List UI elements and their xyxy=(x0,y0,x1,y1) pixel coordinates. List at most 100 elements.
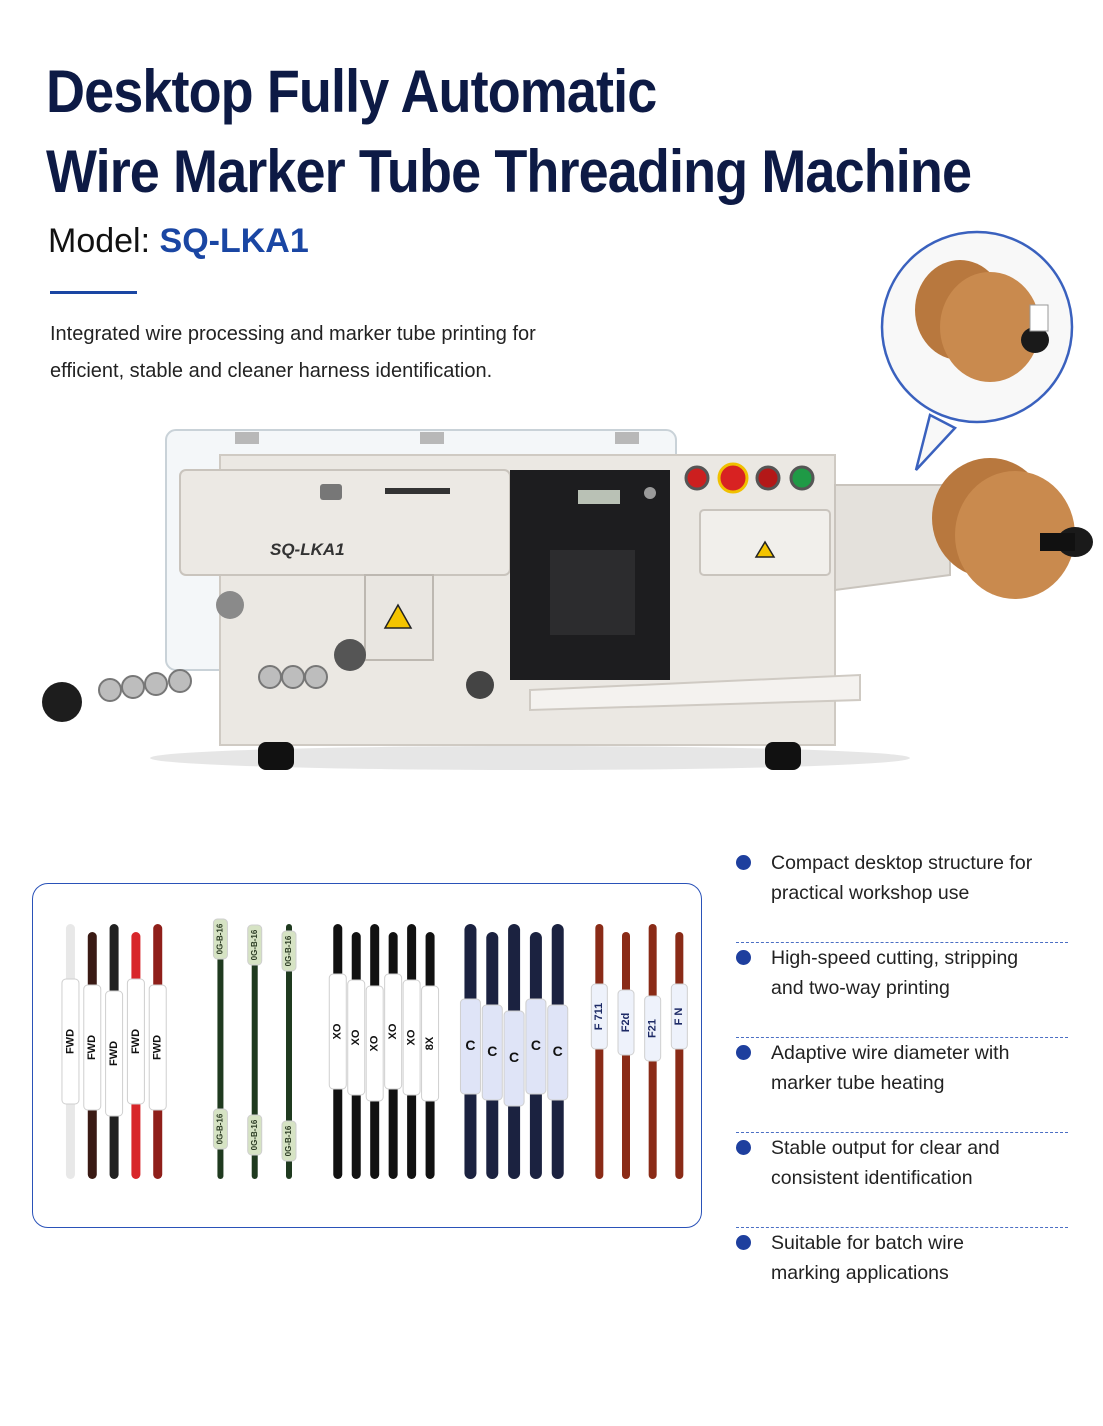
model-line: Model: SQ-LKA1 xyxy=(48,222,309,261)
green-button xyxy=(789,465,815,491)
marker-sleeve xyxy=(547,1004,569,1101)
marker-sleeve xyxy=(281,930,297,972)
feature-item: Compact desktop structure for practical … xyxy=(736,848,1068,943)
upper-module xyxy=(179,469,511,576)
sleeve-label: 0G-B-16 xyxy=(284,1125,293,1156)
page-title: Desktop Fully Automatic Wire Marker Tube… xyxy=(46,52,972,212)
sleeve-label: C xyxy=(465,1037,475,1053)
marker-sleeve xyxy=(347,979,366,1096)
callout-spool xyxy=(940,272,1040,382)
spool-bracket xyxy=(834,484,951,592)
sleeve-label: FWD xyxy=(130,1029,142,1054)
title-line-2: Wire Marker Tube Threading Machine xyxy=(46,138,972,205)
sleeve-label: C xyxy=(487,1043,497,1059)
intro-line-2: efficient, stable and cleaner harness id… xyxy=(50,360,493,382)
model-label: Model: xyxy=(48,222,151,260)
feature-line-2: marker tube heating xyxy=(771,1072,945,1094)
cover-hinge-left xyxy=(235,432,259,444)
wire xyxy=(595,924,604,1179)
sleeve-label: FWD xyxy=(152,1035,164,1060)
cover-hinge-middle xyxy=(420,432,444,444)
feature-line-2: consistent identification xyxy=(771,1167,973,1189)
marker-sleeve xyxy=(617,989,635,1056)
sleeve-label: 0G-B-16 xyxy=(250,1119,259,1150)
callout-spool-hub xyxy=(1021,327,1049,353)
sleeve-label: XO xyxy=(369,1035,381,1051)
marker-sleeve xyxy=(148,984,167,1111)
warning-sign-small xyxy=(754,540,776,558)
front-wheel xyxy=(42,682,82,722)
marker-sleeve xyxy=(421,985,440,1102)
model-code: SQ-LKA1 xyxy=(159,222,309,260)
bullet-icon xyxy=(736,1045,751,1060)
feature-line-2: marking applications xyxy=(771,1262,949,1284)
sleeve-label: 0G-B-16 xyxy=(284,935,293,966)
callout-label-tag xyxy=(1029,304,1049,332)
feature-item: Stable output for clear and consistent i… xyxy=(736,1133,1068,1228)
module-latch xyxy=(320,484,342,500)
sleeve-label: C xyxy=(531,1037,541,1053)
emergency-stop-button xyxy=(717,462,749,494)
marker-tube-spool xyxy=(955,471,1075,599)
red-button-left xyxy=(684,465,710,491)
marker-sleeve xyxy=(384,973,403,1090)
marker-sleeve xyxy=(247,1114,263,1156)
marker-sleeve xyxy=(212,1108,228,1150)
module-slot xyxy=(385,488,450,494)
feature-item: High-speed cutting, stripping and two-wa… xyxy=(736,943,1068,1038)
marker-sleeve xyxy=(525,998,547,1095)
sleeve-label: 8X xyxy=(424,1036,436,1050)
marker-sleeve xyxy=(61,978,80,1105)
sleeve-label: FWD xyxy=(86,1035,98,1060)
marker-sleeve xyxy=(328,973,347,1090)
feature-list: Compact desktop structure for practical … xyxy=(736,848,1068,1323)
feature-line-1: Adaptive wire diameter with xyxy=(771,1042,1010,1064)
print-head-window xyxy=(550,550,635,635)
roller-2 xyxy=(334,639,366,671)
machine-nameplate: SQ-LKA1 xyxy=(270,540,345,559)
bullet-icon xyxy=(736,1235,751,1250)
title-divider xyxy=(50,291,137,294)
sleeve-label: XO xyxy=(406,1029,418,1045)
feature-line-1: Compact desktop structure for xyxy=(771,852,1033,874)
marker-sleeve xyxy=(590,983,608,1050)
feature-line-1: Stable output for clear and xyxy=(771,1137,1000,1159)
marker-sleeve xyxy=(459,998,481,1095)
machine-shadow xyxy=(150,746,910,770)
foot-right xyxy=(765,742,801,770)
wire-sample-group: XO XO XO XO XO 8X xyxy=(328,924,440,1179)
output-tray xyxy=(529,673,861,712)
intro-line-1: Integrated wire processing and marker tu… xyxy=(50,323,536,345)
zoom-callout-pointer xyxy=(914,413,958,471)
feature-line-1: Suitable for batch wire xyxy=(771,1232,964,1254)
machine-illustration: SQ-LKA1 xyxy=(42,230,1093,770)
sleeve-label: XO xyxy=(387,1023,399,1039)
wire xyxy=(286,924,292,1179)
sleeve-label: F21 xyxy=(647,1019,659,1038)
feature-line-1: High-speed cutting, stripping xyxy=(771,947,1019,969)
spool-axle xyxy=(1040,533,1075,551)
marker-sleeve xyxy=(402,979,421,1096)
marker-sleeve xyxy=(644,995,662,1062)
marker-sleeve xyxy=(481,1004,503,1101)
marker-sleeve xyxy=(503,1010,525,1107)
marker-sleeve xyxy=(281,1120,297,1162)
sleeve-label: C xyxy=(509,1049,519,1065)
feature-line-2: practical workshop use xyxy=(771,882,970,904)
sleeve-label: FWD xyxy=(64,1029,76,1054)
sleeve-label: XO xyxy=(332,1023,344,1039)
marker-sleeve xyxy=(212,918,228,960)
sleeve-label: F 711 xyxy=(593,1003,605,1031)
marker-sleeve xyxy=(126,978,145,1105)
sleeve-label: 0G-B-16 xyxy=(216,923,225,954)
marker-sleeve xyxy=(105,990,124,1117)
sleeve-label: XO xyxy=(350,1029,362,1045)
foot-left xyxy=(258,742,294,770)
feature-item: Adaptive wire diameter with marker tube … xyxy=(736,1038,1068,1133)
marker-sleeve xyxy=(365,985,384,1102)
sleeve-label: F N xyxy=(673,1008,685,1026)
